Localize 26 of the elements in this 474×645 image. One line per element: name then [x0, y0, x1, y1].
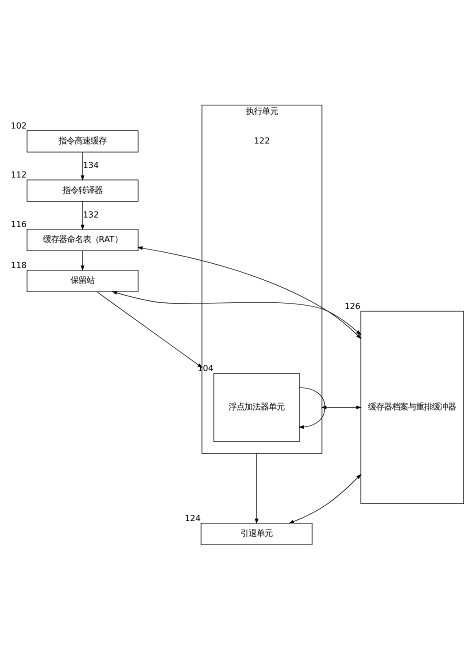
node-box: 保留站 [26, 270, 138, 292]
node-label: 124 [184, 512, 201, 523]
node-label: 116 [10, 219, 27, 229]
node-label: 126 [344, 300, 360, 311]
node-box: 指令转译器 [26, 180, 138, 202]
edge-label: 132 [82, 209, 99, 220]
arrow [80, 201, 84, 230]
node-box: 缓存器命名表（RAT） [26, 228, 138, 251]
arrow [96, 291, 203, 368]
arrow [254, 453, 258, 524]
node-label: 118 [10, 260, 27, 270]
arrow [80, 152, 84, 181]
node-label: 122 [254, 136, 270, 146]
edge-label: 134 [82, 160, 99, 170]
arrow [298, 387, 326, 429]
node-label: 102 [10, 120, 27, 130]
node-box: 缓存器档案与重排缓冲器 [360, 310, 464, 504]
arrow [80, 250, 84, 271]
node-box: 引退单元 [200, 522, 312, 545]
arrow [137, 246, 362, 340]
arrow [288, 474, 362, 524]
arrow [112, 291, 362, 336]
node-box: 浮点加法器单元 [214, 372, 300, 442]
node-box: 指令高速缓存 [26, 130, 138, 152]
arrow [321, 406, 362, 410]
node-label: 112 [10, 170, 27, 180]
